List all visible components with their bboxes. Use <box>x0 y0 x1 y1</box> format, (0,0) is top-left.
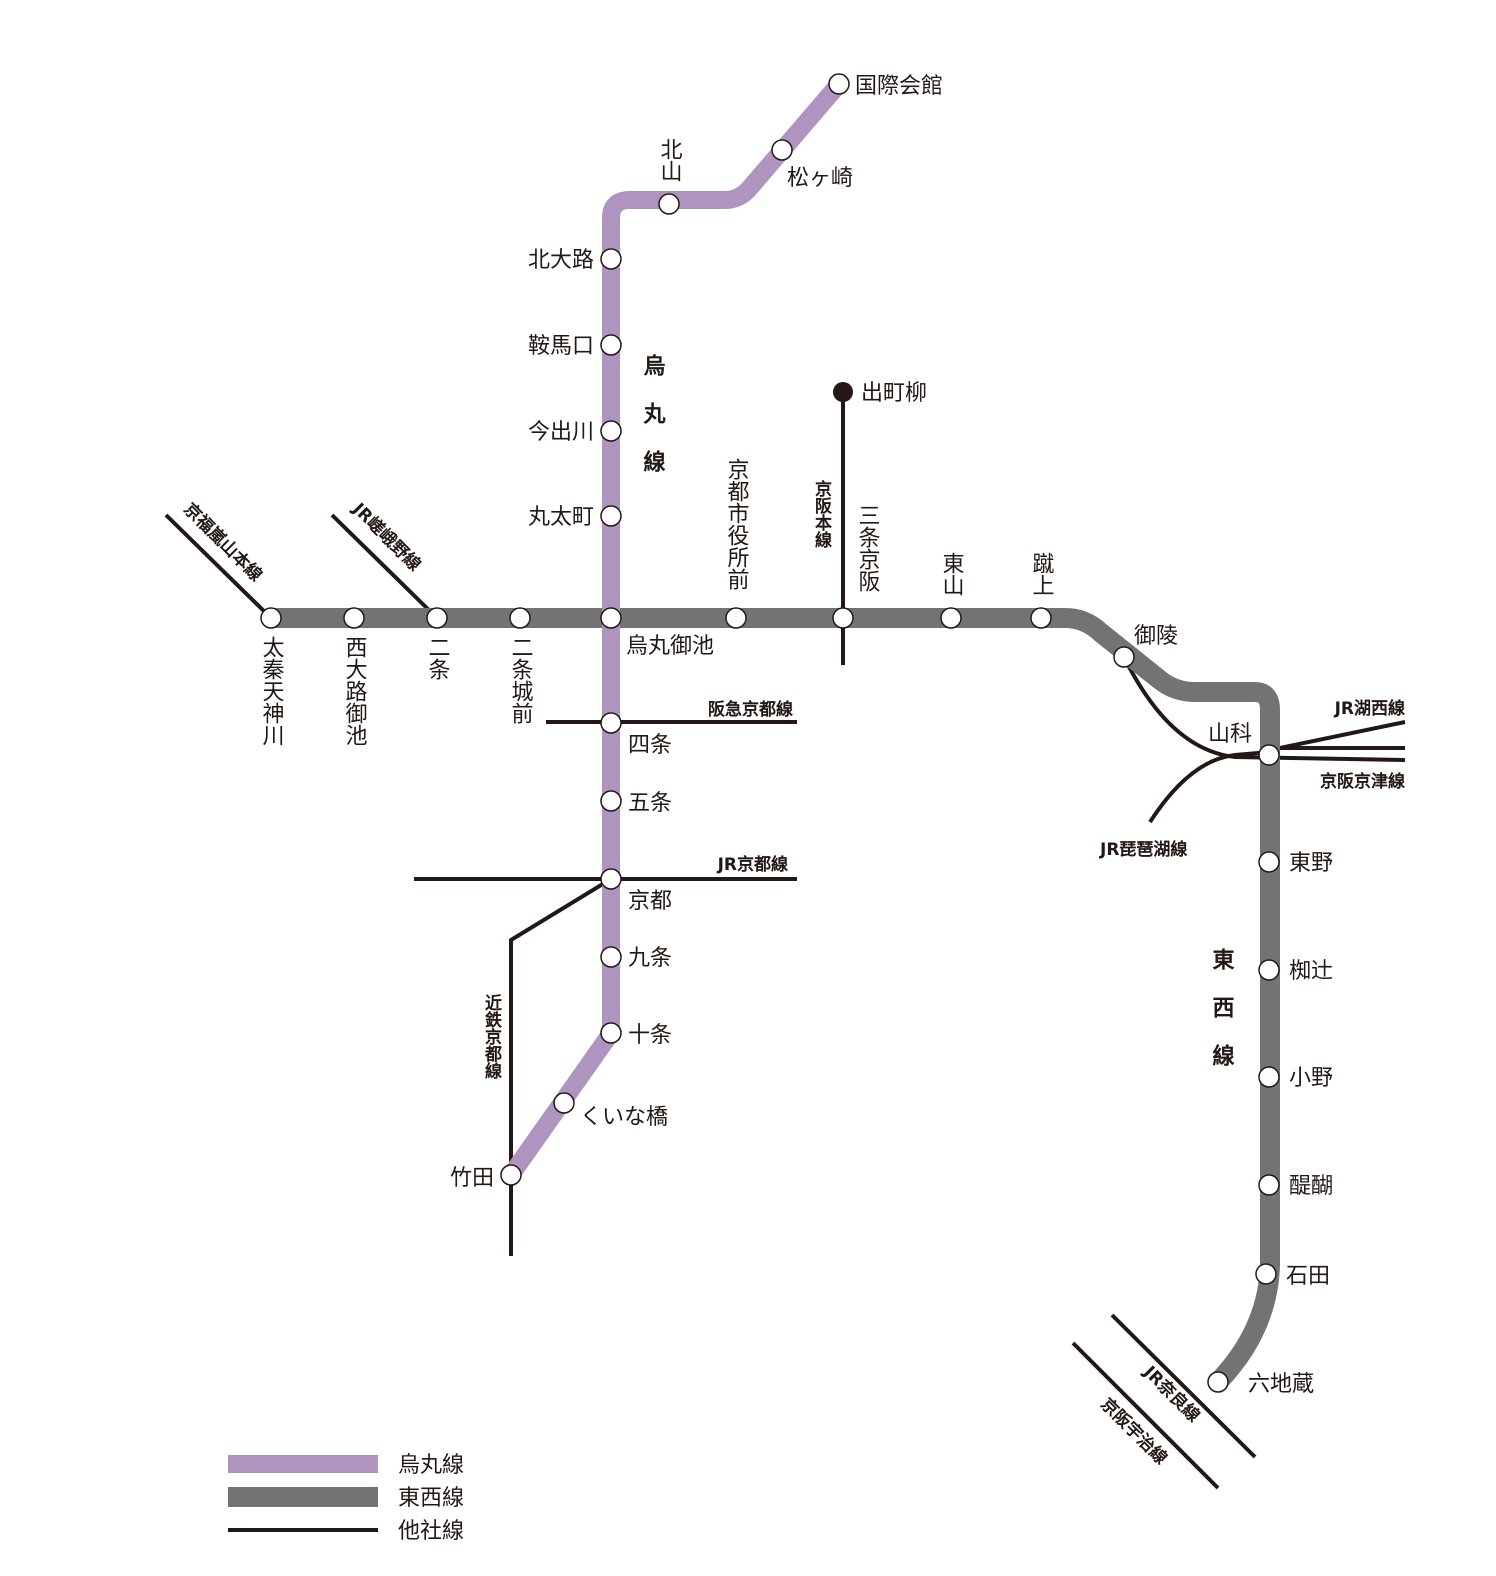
station-label: 太秦天神川 <box>259 636 285 746</box>
karasuma-line <box>503 78 846 1181</box>
station-label: 三条京阪 <box>855 504 881 592</box>
other-line-label: 近鉄京都線 <box>481 993 503 1080</box>
other-line-label: JR嵯峨野線 <box>348 498 425 575</box>
station-label: 鞍馬口 <box>528 334 594 359</box>
station-marker[interactable] <box>553 1092 575 1114</box>
station-marker[interactable] <box>658 193 680 215</box>
jr-biwako-line <box>1148 750 1271 824</box>
station-marker[interactable] <box>600 868 622 890</box>
tozai-line-name: 東西線 <box>1209 948 1235 1092</box>
station-marker[interactable] <box>1030 607 1052 629</box>
station-marker[interactable] <box>832 607 854 629</box>
station-label: 出町柳 <box>861 381 927 406</box>
station-marker[interactable] <box>343 607 365 629</box>
station-label: 東野 <box>1289 851 1333 876</box>
keifuku-line <box>164 513 273 620</box>
station-label: 北山 <box>657 138 683 182</box>
other-line-label: JR京都線 <box>717 854 788 875</box>
other-line-label: 京阪本線 <box>811 479 832 549</box>
station-marker[interactable] <box>1258 1174 1280 1196</box>
station-label: 石田 <box>1286 1264 1330 1289</box>
station-marker[interactable] <box>509 607 531 629</box>
other-line-label: 阪急京都線 <box>708 699 793 720</box>
station-label: 東山 <box>939 552 965 596</box>
legend-label: 他社線 <box>398 1519 464 1544</box>
station-marker[interactable] <box>1113 646 1135 668</box>
jr-nara-line <box>1110 1313 1257 1459</box>
other-line-label: 京阪京津線 <box>1320 771 1405 792</box>
station-label: 京都市役所前 <box>724 458 750 590</box>
station-label: 烏丸御池 <box>626 634 714 659</box>
station-label: 丸太町 <box>528 505 594 530</box>
station-marker[interactable] <box>260 607 282 629</box>
keihan-uji-line <box>1071 1341 1220 1490</box>
station-marker[interactable] <box>940 607 962 629</box>
station-marker[interactable] <box>600 1022 622 1044</box>
station-label: くいな橋 <box>580 1105 668 1130</box>
station-label: 小野 <box>1289 1066 1333 1091</box>
jr-sagano-line <box>330 513 439 620</box>
station-label: 竹田 <box>450 1166 494 1191</box>
station-marker[interactable] <box>1258 959 1280 981</box>
station-marker[interactable] <box>600 712 622 734</box>
other-line-label: JR湖西線 <box>1334 698 1405 719</box>
station-label: 四条 <box>628 733 672 758</box>
station-marker[interactable] <box>600 607 622 629</box>
station-marker[interactable] <box>600 248 622 270</box>
station-marker[interactable] <box>1207 1371 1229 1393</box>
station-label: 山科 <box>1208 722 1252 747</box>
legend-label: 東西線 <box>398 1486 464 1511</box>
station-label: 二条 <box>425 636 451 680</box>
station-marker[interactable] <box>600 946 622 968</box>
station-marker[interactable] <box>600 420 622 442</box>
station-marker[interactable] <box>1258 744 1280 766</box>
station-marker[interactable] <box>1255 1263 1277 1285</box>
station-marker[interactable] <box>600 505 622 527</box>
station-label: 今出川 <box>528 420 594 445</box>
demachiyanagi-station[interactable] <box>833 382 853 402</box>
station-label: 二条城前 <box>508 636 534 724</box>
station-label: 京都 <box>628 889 672 914</box>
tozai-line <box>271 608 1280 1389</box>
station-label: 醍醐 <box>1289 1174 1333 1199</box>
station-marker[interactable] <box>426 607 448 629</box>
karasuma-line-name: 烏丸線 <box>640 353 667 498</box>
legend-label: 烏丸線 <box>398 1453 464 1478</box>
station-marker[interactable] <box>771 139 793 161</box>
other-line-label: JR琵琶湖線 <box>1099 839 1187 860</box>
station-marker[interactable] <box>600 334 622 356</box>
station-marker[interactable] <box>1258 851 1280 873</box>
station-marker[interactable] <box>725 607 747 629</box>
station-label: 六地蔵 <box>1248 1372 1314 1397</box>
station-marker[interactable] <box>1258 1066 1280 1088</box>
kintetsu-line <box>509 877 613 1256</box>
station-label: 十条 <box>628 1023 672 1048</box>
station-label: 松ヶ崎 <box>787 166 853 191</box>
station-label: 椥辻 <box>1289 959 1333 984</box>
station-label: 国際会館 <box>855 74 943 99</box>
other-lines <box>164 392 1406 1490</box>
legend: 烏丸線 東西線 他社線 <box>228 1453 464 1544</box>
station-marker[interactable] <box>600 790 622 812</box>
station-label: 西大路御池 <box>342 636 368 746</box>
station-label: 北大路 <box>528 248 594 273</box>
station-marker[interactable] <box>828 73 850 95</box>
jr-kosei-line <box>1269 720 1406 752</box>
station-label: 五条 <box>628 791 672 816</box>
station-label: 九条 <box>628 946 672 971</box>
station-label: 御陵 <box>1134 624 1178 649</box>
station-marker[interactable] <box>500 1164 522 1186</box>
station-label: 蹴上 <box>1029 552 1055 596</box>
